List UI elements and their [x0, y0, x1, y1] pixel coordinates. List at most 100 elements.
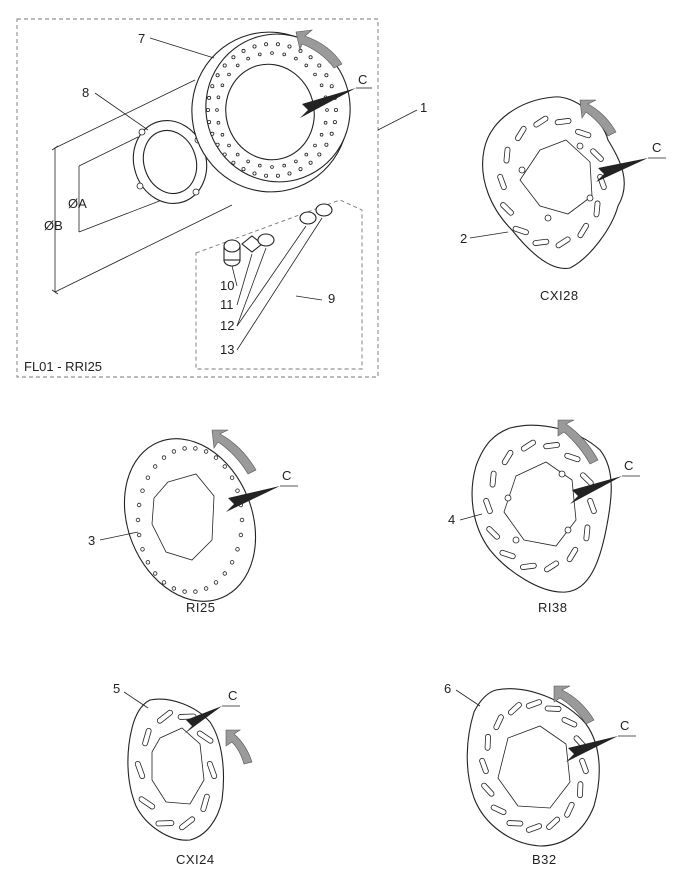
cooling-slot	[486, 526, 500, 540]
drill-hole	[227, 143, 231, 148]
callout-3: 3	[88, 533, 95, 548]
cooling-slot	[489, 470, 497, 488]
cooling-slot	[512, 225, 529, 236]
drill-hole	[298, 167, 303, 172]
cooling-slot	[200, 793, 210, 813]
cooling-slot	[544, 560, 560, 573]
cooling-slot	[546, 816, 561, 830]
arrow-c-label-6: C	[620, 718, 629, 733]
drill-hole	[213, 455, 219, 460]
bushing	[223, 239, 241, 267]
drill-hole	[231, 160, 236, 165]
disc-cxi24: 5 C CXI24	[113, 681, 253, 867]
drill-hole	[304, 63, 309, 68]
drill-hole	[215, 73, 220, 78]
drill-hole	[222, 63, 227, 68]
cooling-slot	[483, 497, 493, 515]
cooling-slot	[566, 546, 579, 563]
circlip-b	[315, 203, 333, 217]
cooling-slot	[577, 781, 584, 799]
drill-hole	[182, 446, 187, 451]
cooling-slot	[525, 699, 543, 709]
disc-ri38: 4 C RI38	[448, 419, 640, 615]
cooling-slot	[575, 128, 592, 139]
drill-hole	[215, 142, 220, 147]
drill-hole	[294, 159, 298, 164]
drill-hole	[275, 173, 280, 178]
callout-11: 11	[220, 297, 234, 312]
drill-hole	[239, 517, 245, 523]
drill-hole	[222, 152, 227, 157]
drill-hole	[136, 502, 142, 508]
arrow-c-label-2: C	[652, 140, 661, 155]
drill-hole	[145, 560, 151, 565]
cooling-slot	[142, 727, 152, 747]
drill-hole	[287, 171, 292, 176]
drill-hole	[324, 73, 329, 78]
cooling-slot	[503, 146, 511, 164]
cooling-slot	[156, 709, 173, 724]
cooling-slot	[507, 702, 522, 716]
drill-hole	[313, 143, 317, 148]
drill-hole	[238, 532, 244, 538]
assembly-title: FL01 - RRI25	[24, 359, 102, 374]
cooling-slot	[501, 449, 514, 466]
cooling-slot	[196, 730, 214, 744]
drill-hole	[140, 547, 145, 552]
drill-hole	[270, 165, 274, 169]
cooling-slot	[564, 452, 581, 463]
callout-4: 4	[448, 512, 455, 527]
cooling-slot	[481, 782, 495, 797]
drill-hole	[152, 464, 158, 469]
drill-hole	[235, 488, 240, 493]
drill-hole	[287, 44, 292, 49]
drill-hole	[220, 132, 225, 137]
drill-hole	[252, 44, 257, 49]
drill-hole	[252, 171, 257, 176]
drill-hole	[140, 488, 145, 493]
drill-hole	[227, 72, 231, 77]
cooling-slot	[555, 236, 571, 249]
cooling-slot	[544, 705, 562, 712]
callout-5: 5	[113, 681, 120, 696]
drill-hole	[161, 580, 167, 585]
drill-hole	[333, 108, 338, 113]
drill-hole	[294, 56, 298, 61]
cooling-slot	[500, 202, 514, 216]
cooling-slot	[579, 757, 589, 775]
cooling-slot	[532, 238, 550, 246]
dimension-b-label: ØB	[44, 218, 63, 233]
cooling-slot	[597, 173, 607, 191]
drill-hole	[241, 167, 246, 172]
drill-hole	[231, 55, 236, 60]
caption-ri25: RI25	[186, 600, 215, 615]
cooling-slot	[499, 549, 516, 560]
drill-hole	[235, 547, 240, 552]
assembly-group: ØA ØB 7 8	[16, 18, 427, 378]
callout-7: 7	[138, 31, 145, 46]
drill-hole	[317, 152, 322, 157]
drill-hole	[193, 446, 198, 451]
rotation-arrow	[295, 29, 343, 69]
drill-hole	[329, 84, 334, 89]
drill-hole	[235, 63, 240, 68]
drill-hole	[308, 160, 313, 165]
cooling-slot	[583, 524, 591, 542]
cooling-slot	[493, 714, 504, 731]
drill-hole	[171, 586, 177, 591]
cooling-slot	[533, 115, 549, 128]
drill-hole	[264, 173, 269, 178]
assembly-frame	[16, 18, 379, 378]
callout-13: 13	[220, 342, 234, 357]
drill-hole	[136, 532, 142, 538]
drill-hole	[323, 120, 328, 125]
callout-9: 9	[328, 291, 335, 306]
drill-hole	[319, 83, 324, 88]
cooling-slot	[497, 173, 507, 191]
drill-hole	[270, 51, 274, 55]
drill-hole	[264, 42, 269, 47]
drill-hole	[193, 589, 198, 594]
caption-cxi24: CXI24	[176, 852, 215, 867]
drill-hole	[152, 571, 158, 576]
cooling-slot	[138, 796, 156, 810]
